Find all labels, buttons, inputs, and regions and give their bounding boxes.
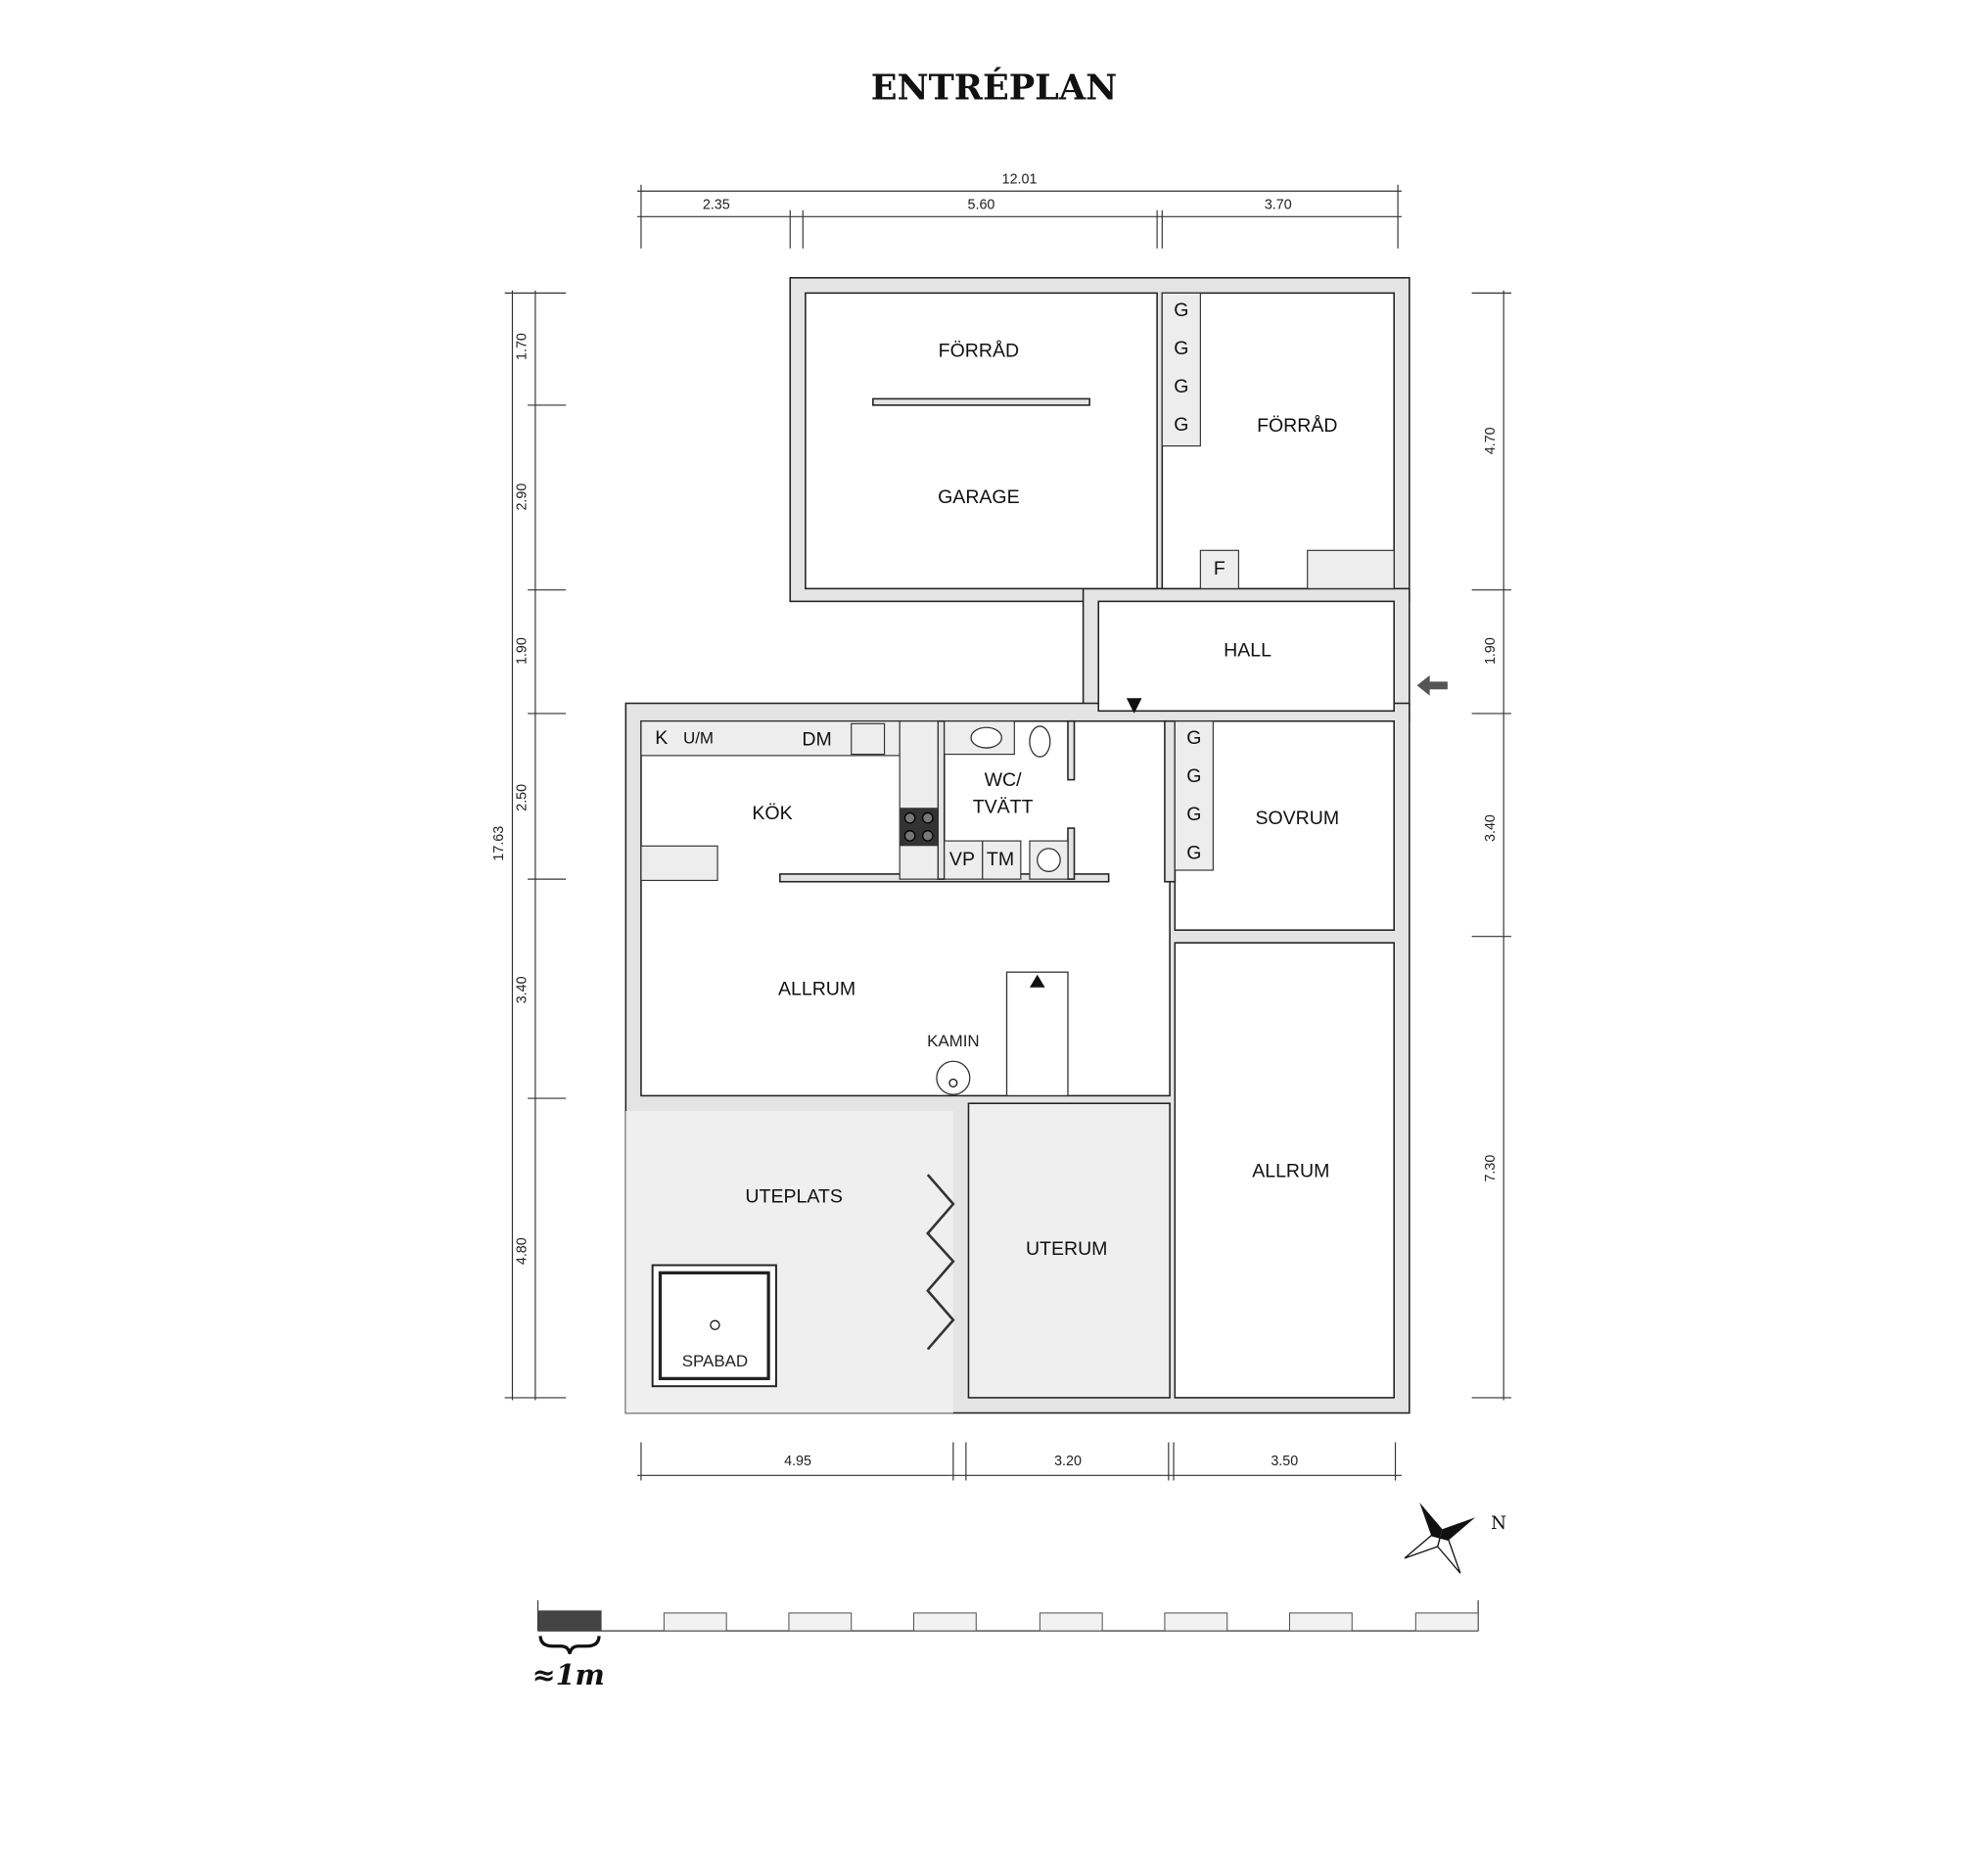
dim-left-5: 3.40 — [515, 976, 531, 1003]
building — [624, 276, 1448, 1414]
entrance-arrow-icon — [1416, 674, 1448, 696]
dim-right-2: 1.90 — [1483, 637, 1499, 665]
dim-top-1: 2.35 — [703, 197, 730, 212]
bottom-dimensions: 4.95 3.20 3.50 — [637, 1442, 1403, 1481]
label-kamin: KAMIN — [927, 1032, 980, 1050]
dim-bottom-1: 4.95 — [784, 1454, 811, 1469]
scale-label: ≈1m — [532, 1658, 605, 1691]
label-garage: GARAGE — [938, 486, 1020, 508]
fixture-vp: VP — [949, 849, 975, 870]
g-1: G — [1174, 300, 1188, 321]
label-allrum-right: ALLRUM — [1252, 1161, 1329, 1182]
dim-left-total: 17.63 — [491, 826, 507, 861]
hall-room — [1097, 600, 1395, 713]
fixture-f: F — [1214, 558, 1225, 579]
g-6: G — [1186, 765, 1201, 787]
dim-right-3: 3.40 — [1483, 814, 1499, 842]
label-uteplats: UTEPLATS — [745, 1186, 842, 1208]
allrum-right-room — [1174, 942, 1395, 1399]
g-8: G — [1186, 842, 1201, 863]
label-hall: HALL — [1224, 639, 1271, 661]
label-uterum: UTERUM — [1026, 1238, 1107, 1260]
left-dimensions: 17.63 1.70 2.90 1.90 2.50 3.40 4.80 — [491, 290, 567, 1401]
dim-top-total: 12.01 — [1002, 171, 1038, 187]
compass-icon — [1404, 1503, 1476, 1574]
right-dimensions: 4.70 1.90 3.40 7.30 — [1471, 290, 1511, 1401]
label-tvatt: TVÄTT — [973, 796, 1034, 817]
room-labels: FÖRRÅD GARAGE FÖRRÅD HALL KÖK WC/ TVÄTT … — [655, 300, 1339, 1370]
dim-right-1: 4.70 — [1483, 427, 1499, 454]
g-4: G — [1174, 414, 1188, 436]
dim-left-4: 2.50 — [515, 784, 531, 811]
g-2: G — [1174, 338, 1188, 359]
top-dimensions: 12.01 2.35 5.60 3.70 — [637, 171, 1403, 249]
scale-bar: ≈1m — [532, 1599, 1479, 1691]
compass-north: N — [1491, 1513, 1506, 1534]
dim-left-6: 4.80 — [515, 1237, 531, 1265]
dim-bottom-3: 3.50 — [1271, 1454, 1298, 1469]
dim-top-3: 3.70 — [1265, 197, 1292, 212]
plan-title: ENTRÉPLAN — [871, 68, 1117, 109]
dim-top-2: 5.60 — [968, 197, 995, 212]
label-kok: KÖK — [752, 803, 792, 824]
fixture-k: K — [655, 727, 668, 749]
g-7: G — [1186, 804, 1201, 825]
g-5: G — [1186, 727, 1201, 749]
label-allrum-left: ALLRUM — [778, 979, 855, 1000]
label-forrad-left: FÖRRÅD — [939, 339, 1019, 361]
label-forrad-right: FÖRRÅD — [1257, 414, 1337, 437]
dim-bottom-2: 3.20 — [1054, 1454, 1082, 1469]
label-sovrum: SOVRUM — [1255, 808, 1339, 829]
garage-room — [805, 292, 1158, 590]
dim-left-3: 1.90 — [515, 637, 531, 665]
uterum-room — [967, 1102, 1171, 1399]
dim-right-4: 7.30 — [1483, 1155, 1499, 1182]
dim-left-1: 1.70 — [515, 333, 531, 360]
fixture-um: U/M — [683, 728, 714, 747]
g-3: G — [1174, 376, 1188, 397]
dim-left-2: 2.90 — [515, 484, 531, 511]
fixture-dm: DM — [802, 728, 831, 750]
label-wc: WC/ — [985, 769, 1023, 791]
label-spabad: SPABAD — [682, 1352, 748, 1370]
fixture-tm: TM — [987, 849, 1014, 870]
